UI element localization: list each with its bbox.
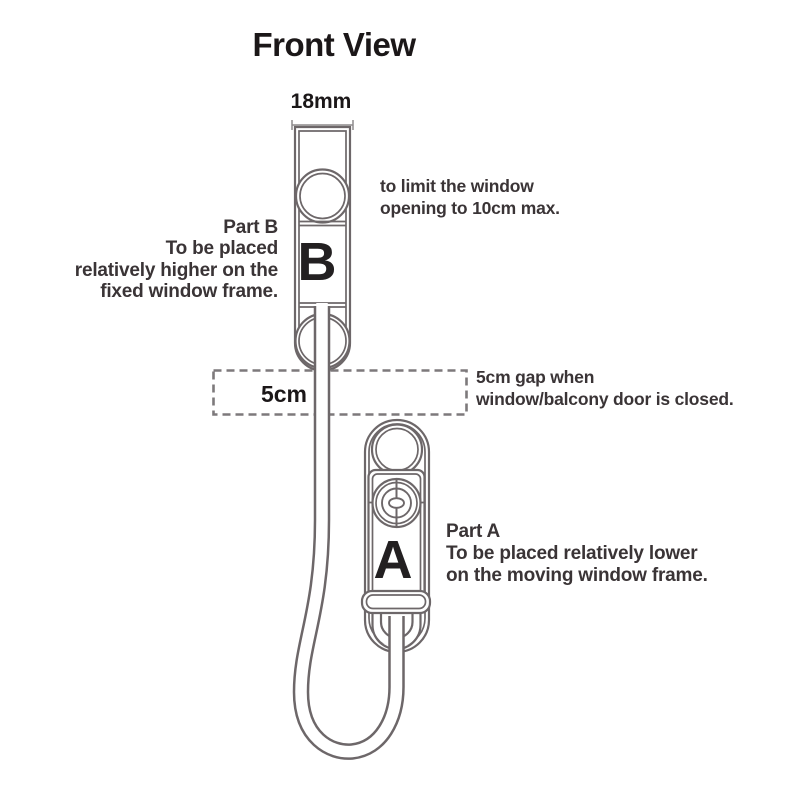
part-b-note-line4: fixed window frame.: [100, 281, 278, 303]
part-a-note: Part A To be placed relatively lower on …: [446, 521, 708, 587]
part-a-latch: [360, 589, 432, 615]
gap-note-line1: 5cm gap when: [476, 367, 595, 387]
part-b-note-line1: Part B: [223, 217, 278, 238]
limit-note-line2: opening to 10cm max.: [380, 198, 560, 218]
part-a-letter: A: [373, 530, 413, 590]
part-b-note-line3: relatively higher on the: [74, 259, 278, 281]
page-title: Front View: [252, 26, 416, 63]
part-b-note: Part B To be placed relatively higher on…: [28, 217, 278, 303]
dimension-label: 18mm: [290, 90, 352, 113]
part-a-note-line3: on the moving window frame.: [446, 565, 708, 586]
restrictor-cable: [292, 303, 405, 760]
part-a-body: [363, 418, 431, 654]
limit-note: to limit the window opening to 10cm max.: [380, 175, 560, 219]
part-b-letter: B: [297, 232, 337, 292]
part-b-top-hole: [294, 168, 351, 224]
part-a-top-hole: [370, 423, 424, 476]
part-b-note-line2: To be placed: [165, 238, 279, 260]
lock-cylinder-icon: [371, 477, 422, 529]
part-a-note-line1: Part A: [446, 521, 501, 542]
gap-note: 5cm gap when window/balcony door is clos…: [476, 366, 734, 410]
dimension-bracket: [291, 120, 354, 130]
gap-label: 5cm: [260, 381, 308, 407]
gap-dashed-box: [212, 369, 468, 416]
gap-note-line2: window/balcony door is closed.: [476, 389, 734, 409]
limit-note-line1: to limit the window: [380, 176, 534, 196]
part-a-note-line2: To be placed relatively lower: [446, 543, 698, 564]
